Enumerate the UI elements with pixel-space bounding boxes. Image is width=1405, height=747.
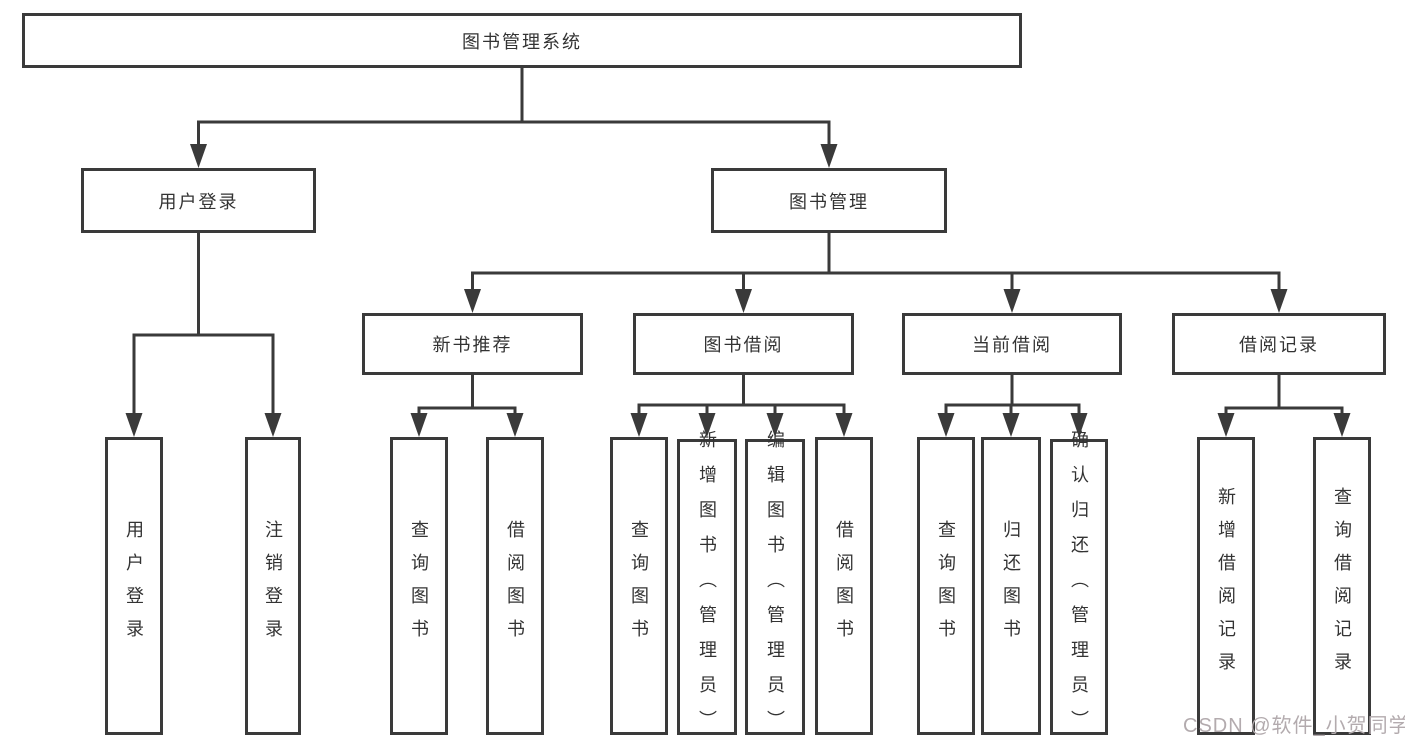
arrow-down-icon [464,289,481,313]
leaf-edit-book-admin: 编辑图书（管理员） [745,430,805,745]
arrow-down-icon [630,413,648,437]
arrow-down-icon [735,289,752,313]
arrow-down-icon [190,144,207,168]
edge-new-book-recommend-children [410,375,524,437]
leaf-user-login: 用户登录 [105,437,163,735]
arrow-down-icon [1002,413,1020,437]
node-new-book-recommend: 新书推荐 [362,313,583,375]
node-label: 编辑图书（管理员） [765,429,785,745]
edge-borrowing-records-children [1217,375,1351,437]
leaf-confirm-return-admin: 确认归还（管理员） [1050,430,1108,745]
node-label: 图书借阅 [703,335,784,355]
node-label: 确认归还（管理员） [1069,429,1089,745]
arrow-down-icon [125,413,143,437]
arrow-down-icon [820,144,838,168]
node-user-login: 用户登录 [81,168,316,233]
leaf-logout: 注销登录 [245,437,301,735]
node-label: 借阅记录 [1239,335,1319,355]
edge-current-borrowing-children [937,375,1088,437]
leaf-query-books-recommend: 查询图书 [390,437,448,735]
node-label: 用户登录 [158,191,239,212]
leaf-query-books-borrowing: 查询图书 [610,437,668,735]
leaf-query-books-current: 查询图书 [917,437,975,735]
edge-user-login-children [125,233,282,437]
arrow-down-icon [937,413,955,437]
arrow-down-icon [698,413,716,437]
leaf-add-borrow-record: 新增借阅记录 [1197,437,1255,735]
node-label: 查询图书 [936,520,956,652]
leaf-query-borrow-record: 查询借阅记录 [1313,437,1371,735]
node-label: 归还图书 [1001,520,1021,652]
leaf-borrow-books: 借阅图书 [815,437,873,735]
node-label: 新增借阅记录 [1216,487,1236,685]
node-label: 借阅图书 [834,520,854,652]
node-label: 借阅图书 [505,520,525,652]
node-label: 图书管理系统 [462,31,582,52]
arrow-down-icon [766,413,784,437]
node-borrowing-records: 借阅记录 [1172,313,1386,375]
arrow-down-icon [1003,289,1021,313]
node-current-borrowing: 当前借阅 [902,313,1122,375]
arrow-down-icon [1270,289,1288,313]
arrow-down-icon [835,413,853,437]
node-label: 查询借阅记录 [1332,487,1352,685]
node-label: 新书推荐 [432,335,513,355]
arrow-down-icon [506,413,524,437]
node-label: 注销登录 [263,520,283,652]
edge-root-to-level1 [190,68,838,168]
arrow-down-icon [410,413,428,437]
node-label: 用户登录 [124,520,144,652]
node-label: 图书管理 [789,191,869,212]
edge-book-borrowing-children [630,375,853,437]
node-label: 当前借阅 [972,335,1052,355]
edge-book-management-children [464,233,1288,313]
arrow-down-icon [1217,413,1235,437]
arrow-down-icon [1070,413,1088,437]
leaf-borrow-books-recommend: 借阅图书 [486,437,544,735]
node-book-management: 图书管理 [711,168,947,233]
leaf-add-book-admin: 新增图书（管理员） [677,430,737,745]
arrow-down-icon [1333,413,1351,437]
node-label: 查询图书 [409,520,429,652]
node-label: 新增图书（管理员） [697,429,717,745]
arrow-down-icon [264,413,282,437]
watermark: CSDN @软件_小贺同学 [1183,715,1405,737]
node-label: 查询图书 [629,520,649,652]
node-book-borrowing: 图书借阅 [633,313,854,375]
node-library-management-system: 图书管理系统 [22,13,1022,68]
leaf-return-book: 归还图书 [981,437,1041,735]
